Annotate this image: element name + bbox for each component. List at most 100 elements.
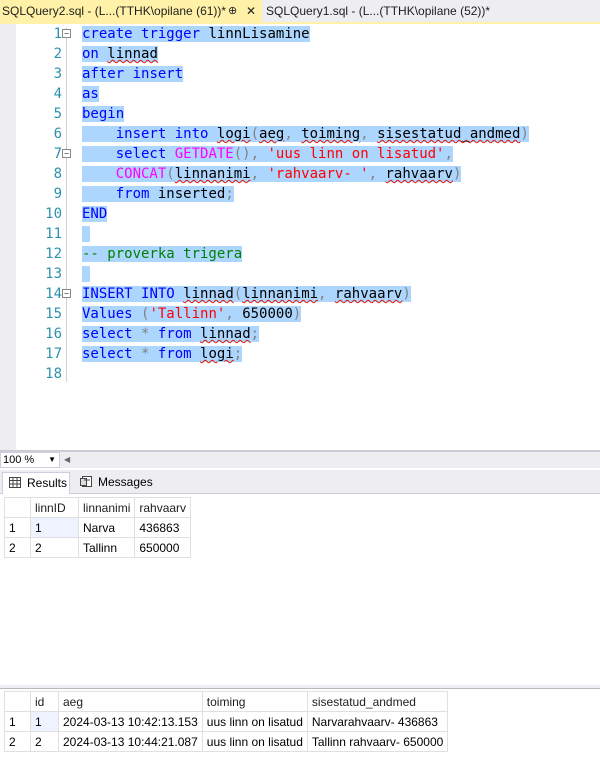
table-cell[interactable]: uus linn on lisatud — [201, 731, 308, 752]
table-cell[interactable]: uus linn on lisatud — [201, 711, 308, 732]
code-line-15: Values ('Tallinn', 650000) — [82, 306, 302, 322]
code-line-6: insert into logi(aeg, toiming, sisestatu… — [82, 124, 529, 144]
code-line-10: END — [82, 206, 108, 222]
code-line-13 — [82, 264, 91, 284]
results-table: id aeg toiming sisestatud_andmed 1 1 202… — [4, 691, 449, 752]
line-number: 9 — [53, 186, 62, 202]
line-number: 18 — [45, 366, 62, 382]
code-line-4: as — [82, 86, 99, 102]
table-cell[interactable]: 436863 — [134, 517, 192, 538]
table-cell[interactable]: 1 — [30, 517, 79, 538]
column-header[interactable]: linnID — [30, 497, 79, 518]
results-table: linnID linnanimi rahvaarv 1 1 Narva 4368… — [4, 497, 192, 558]
results-grid-linnad: linnID linnanimi rahvaarv 1 1 Narva 4368… — [0, 495, 600, 685]
column-header[interactable]: aeg — [58, 691, 203, 712]
code-line-7: select GETDATE(), 'uus linn on lisatud', — [82, 144, 453, 164]
table-cell[interactable]: 1 — [30, 711, 59, 732]
column-header[interactable]: rahvaarv — [134, 497, 192, 518]
collapse-icon[interactable]: − — [62, 289, 71, 298]
line-number: 5 — [53, 106, 62, 122]
messages-icon — [80, 476, 92, 487]
indicator-margin — [0, 24, 16, 450]
tab-label: SQLQuery1.sql - (L...(TTHK\opilane (52))… — [266, 4, 491, 18]
tab-results[interactable]: Results — [2, 472, 70, 494]
results-grid-logi: id aeg toiming sisestatud_andmed 1 1 202… — [0, 688, 600, 774]
table-row[interactable]: 1 1 Narva 436863 — [4, 517, 192, 538]
column-header[interactable]: toiming — [201, 691, 308, 712]
code-line-17: select * from logi; — [82, 346, 243, 362]
table-row[interactable]: 1 1 2024-03-13 10:42:13.153 uus linn on … — [4, 711, 449, 732]
line-number: 13 — [45, 266, 62, 282]
code-line-14: INSERT INTO linnad(linnanimi, rahvaarv) — [82, 286, 411, 302]
line-number: 4 — [53, 86, 62, 102]
line-number: 17 — [45, 346, 62, 362]
grid-splitter[interactable] — [0, 685, 600, 688]
table-cell[interactable]: 2 — [30, 731, 59, 752]
code-line-1: create trigger linnLisamine — [82, 26, 310, 42]
line-number: 15 — [45, 306, 62, 322]
line-number-gutter — [16, 24, 66, 450]
line-number: 2 — [53, 46, 62, 62]
column-header[interactable]: id — [30, 691, 59, 712]
column-header[interactable]: sisestatud_andmed — [306, 691, 449, 712]
row-number[interactable]: 2 — [4, 537, 31, 558]
zoom-bar: 100 % ▼ ◀ — [0, 451, 600, 468]
line-number: 1 — [53, 26, 62, 42]
scroll-left-icon[interactable]: ◀ — [64, 455, 71, 464]
code-line-3: after insert — [82, 66, 184, 82]
line-number: 8 — [53, 166, 62, 182]
tab-label: SQLQuery2.sql - (L...(TTHK\opilane (61))… — [2, 4, 227, 18]
code-line-11 — [82, 224, 91, 244]
row-number[interactable]: 2 — [4, 731, 31, 752]
pin-icon[interactable]: ⊕ — [228, 5, 238, 17]
tab-results-label: Results — [27, 476, 68, 490]
line-number: 12 — [45, 246, 62, 262]
code-line-8: CONCAT(linnanimi, 'rahvaarv- ', rahvaarv… — [82, 164, 462, 184]
results-tab-bar: Results Messages — [0, 470, 600, 494]
close-icon[interactable]: ✕ — [246, 4, 257, 18]
table-cell[interactable]: Narvarahvaarv- 436863 — [306, 711, 449, 732]
zoom-value: 100 % — [3, 454, 35, 466]
table-cell[interactable]: 650000 — [134, 537, 192, 558]
line-number: 10 — [45, 206, 62, 222]
line-number: 7 — [53, 146, 62, 162]
collapse-icon[interactable]: − — [62, 149, 71, 158]
table-cell[interactable]: Tallinn rahvaarv- 650000 — [306, 731, 449, 752]
chevron-down-icon: ▼ — [48, 455, 56, 464]
header-row: linnID linnanimi rahvaarv — [4, 497, 192, 518]
table-cell[interactable]: 2 — [30, 537, 79, 558]
code-line-2: on linnad — [82, 46, 158, 62]
table-cell[interactable]: Tallinn — [77, 537, 136, 558]
document-tab-bar: SQLQuery2.sql - (L...(TTHK\opilane (61))… — [0, 0, 600, 22]
column-header[interactable]: linnanimi — [77, 497, 136, 518]
line-number: 3 — [53, 66, 62, 82]
line-number: 14 — [45, 286, 62, 302]
row-number[interactable]: 1 — [4, 711, 31, 732]
row-number-header[interactable] — [4, 497, 31, 518]
grid-icon — [9, 477, 21, 488]
active-tab-underline — [0, 22, 600, 24]
horizontal-scrollbar[interactable] — [0, 450, 600, 451]
tab-sqlquery2[interactable]: SQLQuery2.sql - (L...(TTHK\opilane (61))… — [0, 0, 262, 22]
code-line-9: from inserted; — [82, 184, 234, 204]
tab-messages-label: Messages — [98, 475, 153, 489]
line-number: 11 — [45, 226, 62, 242]
table-cell[interactable]: 2024-03-13 10:44:21.087 — [58, 731, 203, 752]
table-cell[interactable]: 2024-03-13 10:42:13.153 — [58, 711, 203, 732]
line-number: 6 — [53, 126, 62, 142]
table-cell[interactable]: Narva — [77, 517, 136, 538]
tab-messages[interactable]: Messages — [74, 472, 153, 494]
zoom-dropdown[interactable]: 100 % ▼ — [0, 452, 60, 468]
tab-sqlquery1[interactable]: SQLQuery1.sql - (L...(TTHK\opilane (52))… — [262, 0, 600, 22]
row-number[interactable]: 1 — [4, 517, 31, 538]
outline-line — [66, 28, 67, 382]
table-row[interactable]: 2 2 Tallinn 650000 — [4, 537, 192, 558]
collapse-icon[interactable]: − — [62, 29, 71, 38]
row-number-header[interactable] — [4, 691, 31, 712]
header-row: id aeg toiming sisestatud_andmed — [4, 691, 449, 712]
code-line-5: begin — [82, 106, 125, 122]
code-line-16: select * from linnad; — [82, 326, 260, 342]
table-row[interactable]: 2 2 2024-03-13 10:44:21.087 uus linn on … — [4, 731, 449, 752]
code-line-12: -- proverka trigera — [82, 246, 243, 262]
